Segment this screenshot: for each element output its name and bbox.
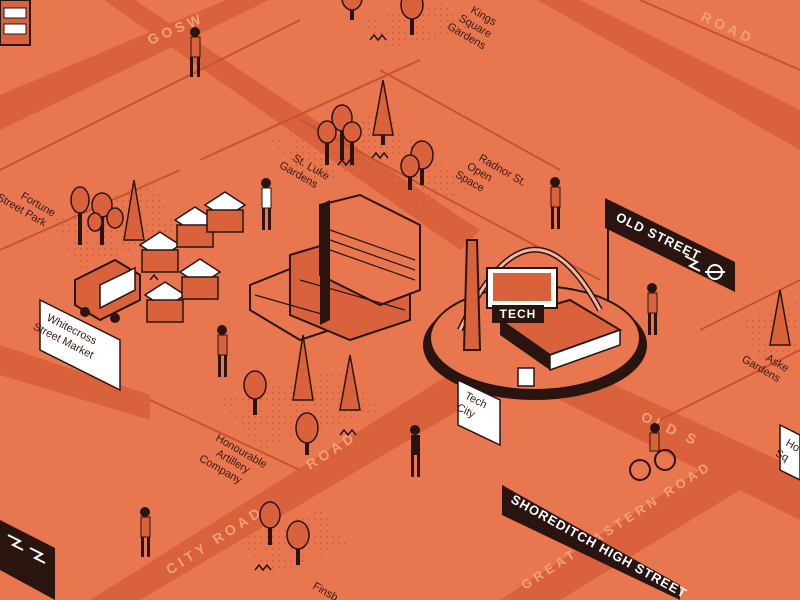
old-street-road xyxy=(540,360,800,520)
trees xyxy=(70,0,791,565)
tech-building-side xyxy=(500,320,550,370)
city-road xyxy=(90,330,560,600)
market-stalls xyxy=(138,191,247,323)
kings-square-park-patch xyxy=(360,0,470,50)
tech-tower xyxy=(462,239,482,351)
top-right-road xyxy=(537,0,800,150)
rail-icon xyxy=(684,255,701,272)
tech-sign-box xyxy=(492,305,544,323)
grass-marks xyxy=(149,33,389,572)
person-6 xyxy=(410,425,420,477)
tech-billboard-screen xyxy=(493,273,551,301)
old-street-sign-board xyxy=(605,198,735,292)
food-truck xyxy=(74,258,141,323)
bus xyxy=(0,0,31,46)
person-2 xyxy=(261,178,272,230)
goswell-road xyxy=(0,0,270,130)
tech-drum xyxy=(517,367,535,387)
rail-icon-left xyxy=(7,534,24,551)
person-5 xyxy=(647,283,658,335)
tech-city-roundabout: TECH xyxy=(423,239,647,400)
person-4 xyxy=(217,325,228,377)
tech-building-front xyxy=(549,328,621,372)
shoreditch-sign-board xyxy=(502,485,680,600)
tech-sign-text: TECH xyxy=(500,307,537,321)
person-7 xyxy=(140,507,151,557)
tech-city-label-box xyxy=(457,378,501,447)
left-station-sign xyxy=(0,520,55,600)
left-road xyxy=(0,345,150,420)
rail-icon-left-2 xyxy=(29,547,46,564)
white-label-boxes xyxy=(39,298,800,481)
great-eastern-road xyxy=(500,470,740,600)
person-1 xyxy=(190,27,201,77)
whitecross-label-box xyxy=(39,298,121,392)
pedestrians xyxy=(140,27,676,557)
hoxton-label-box xyxy=(779,423,800,481)
person-3 xyxy=(550,177,561,229)
cyclist xyxy=(629,423,676,481)
central-office-building xyxy=(249,193,421,342)
